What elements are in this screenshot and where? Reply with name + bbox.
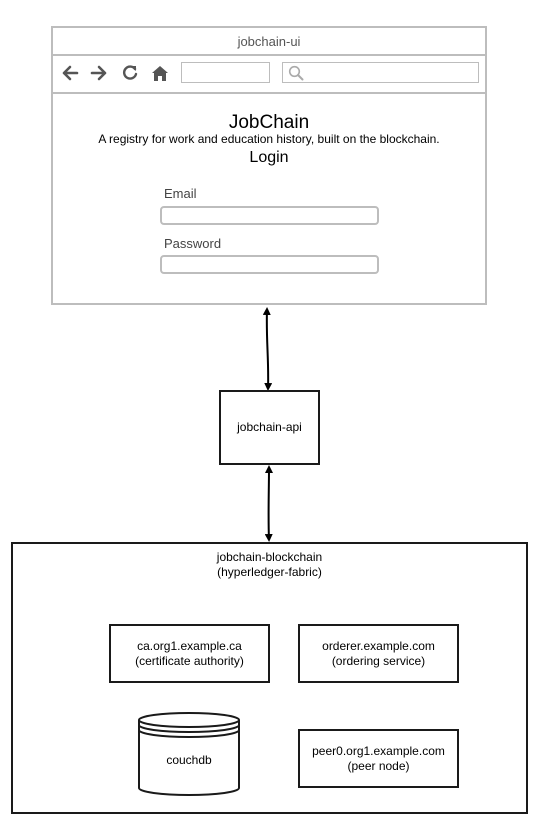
couchdb-label: couchdb: [136, 740, 242, 780]
ca-node-name: ca.org1.example.ca: [137, 638, 242, 653]
orderer-node-box: orderer.example.com (ordering service): [298, 624, 459, 683]
blockchain-heading: jobchain-blockchain (hyperledger-fabric): [13, 550, 526, 580]
orderer-node-name: orderer.example.com: [322, 638, 435, 653]
window-title: jobchain-ui: [53, 28, 485, 56]
jobchain-api-box: jobchain-api: [219, 390, 320, 465]
password-field[interactable]: [160, 255, 379, 274]
database-cylinder-icon: [138, 712, 240, 796]
search-icon: [288, 65, 304, 81]
back-arrow-icon[interactable]: [59, 62, 81, 84]
search-input[interactable]: [282, 62, 479, 83]
peer-node-role: (peer node): [347, 758, 410, 773]
peer-node-name: peer0.org1.example.com: [312, 743, 445, 758]
orderer-node-role: (ordering service): [331, 653, 426, 668]
home-icon[interactable]: [149, 62, 171, 84]
couchdb-name: couchdb: [166, 752, 212, 767]
ca-node-role: (certificate authority): [135, 653, 244, 668]
ca-node-box: ca.org1.example.ca (certificate authorit…: [109, 624, 270, 683]
jobchain-api-label: jobchain-api: [237, 420, 302, 434]
app-subtitle: A registry for work and education histor…: [98, 132, 440, 146]
reload-icon[interactable]: [119, 62, 141, 84]
blockchain-title: jobchain-blockchain: [216, 550, 323, 564]
login-heading: Login: [249, 149, 289, 166]
password-label: Password: [164, 236, 222, 251]
browser-window: jobchain-ui JobChain A registry for work…: [51, 26, 487, 305]
forward-arrow-icon[interactable]: [88, 62, 110, 84]
email-label: Email: [164, 186, 197, 201]
browser-toolbar: [53, 56, 485, 94]
email-field[interactable]: [160, 206, 379, 225]
url-input[interactable]: [181, 62, 270, 83]
app-title: JobChain: [228, 112, 310, 133]
blockchain-subtitle: (hyperledger-fabric): [217, 565, 322, 579]
ui-api-arrow: [262, 307, 273, 391]
peer-node-box: peer0.org1.example.com (peer node): [298, 729, 459, 788]
